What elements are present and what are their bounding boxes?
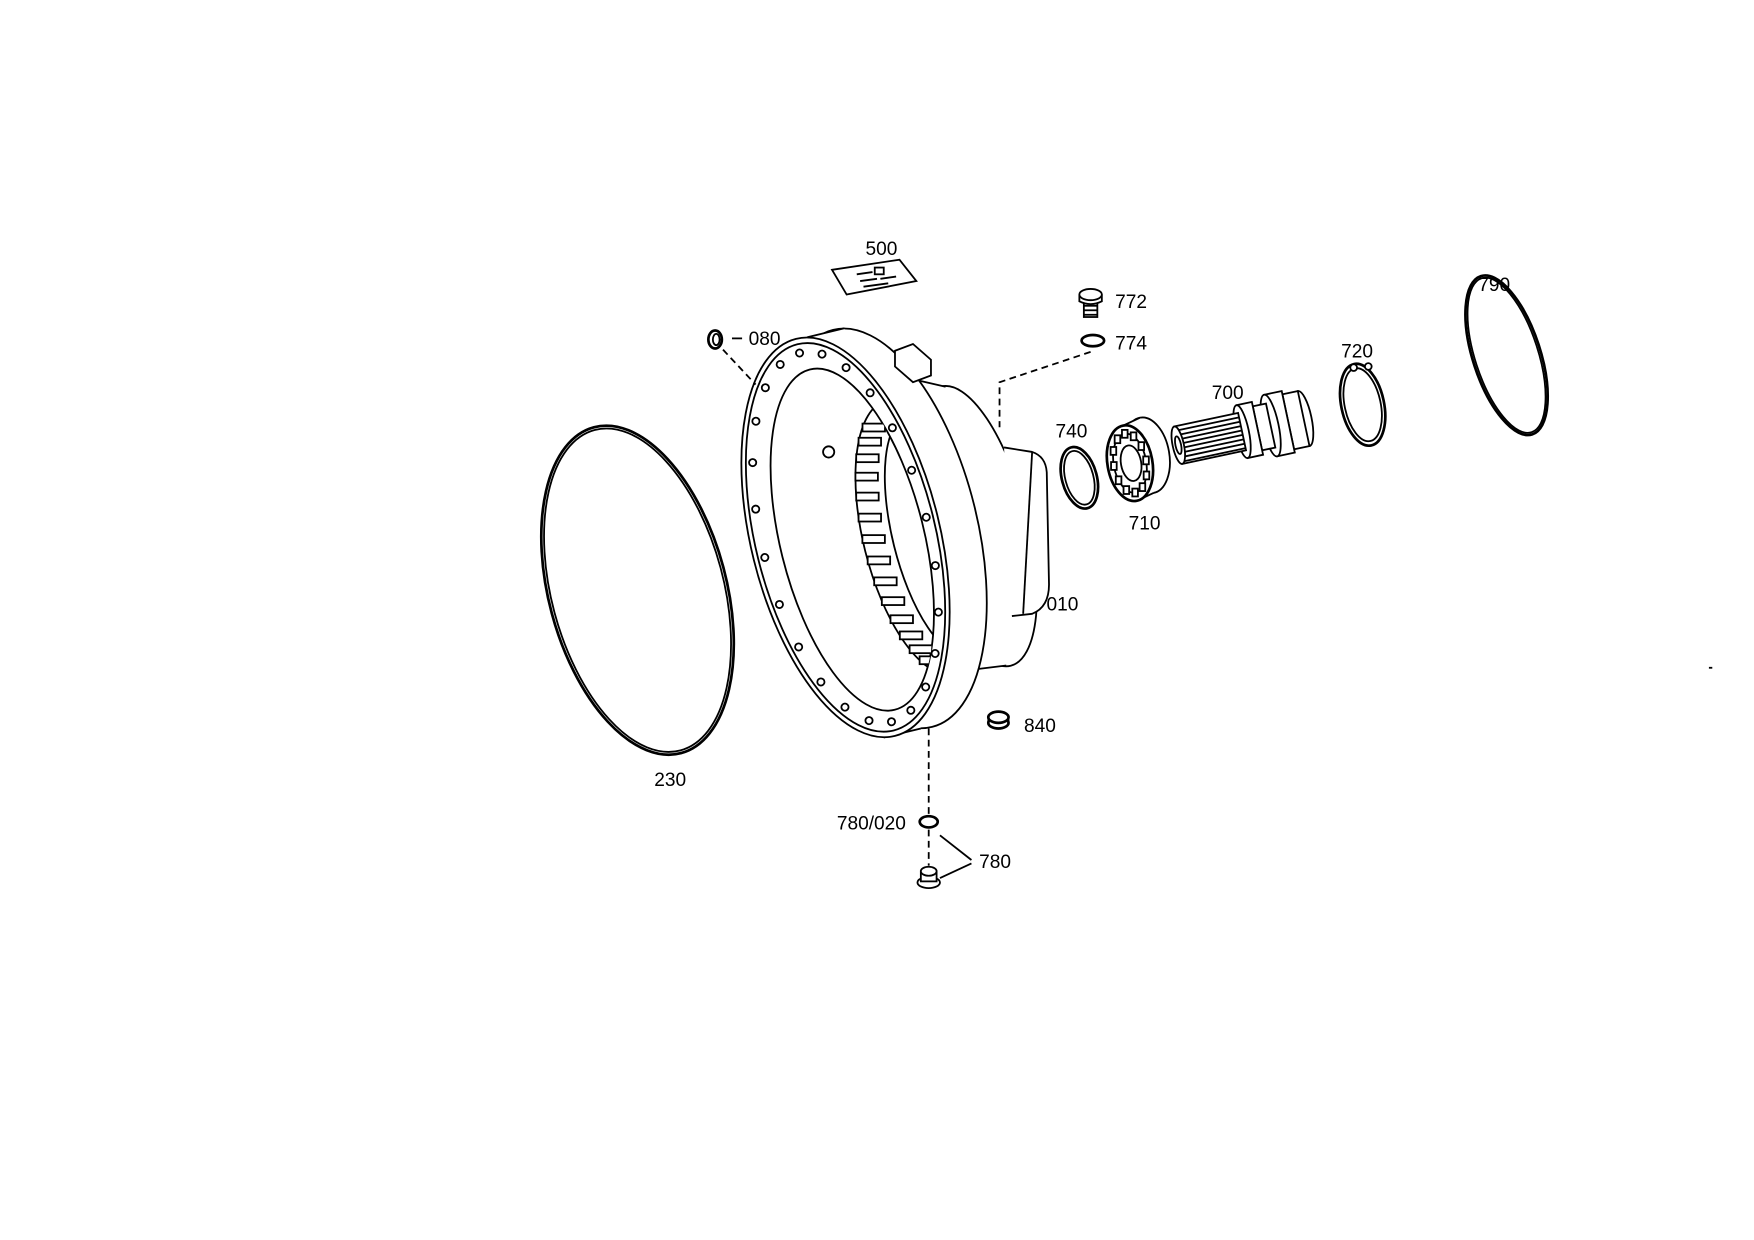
bolt-hole (840, 702, 850, 712)
bearing-710 (1105, 416, 1171, 503)
bearing-roller (1131, 487, 1139, 498)
bolt-hole (907, 465, 917, 475)
bearing-roller (1109, 446, 1118, 456)
o-ring-790 (1464, 274, 1550, 437)
spline-tooth (898, 630, 924, 641)
bolt-hole (817, 349, 827, 359)
seal-840 (986, 710, 1010, 730)
bearing-roller (1138, 482, 1147, 492)
bolt-hole (816, 677, 826, 687)
spline-tooth (854, 471, 879, 482)
bolt-hole (748, 458, 758, 468)
callout-720: 720 (1341, 341, 1373, 362)
bearing-roller (1129, 431, 1138, 442)
callout-700: 700 (1212, 383, 1244, 404)
bolt-hole (795, 348, 805, 358)
callout-710: 710 (1129, 514, 1161, 535)
bearing-roller (1114, 475, 1123, 486)
shaft-splines (1177, 416, 1246, 463)
callout-840: 840 (1024, 716, 1056, 737)
callout-500: 500 (866, 239, 898, 260)
spline-tooth (866, 555, 892, 566)
bearing-roller (1122, 485, 1131, 495)
plug-780 (916, 865, 941, 890)
spline-tooth (857, 512, 882, 523)
bolt-hole (760, 383, 770, 393)
callout-230: 230 (654, 770, 686, 791)
snap-ring-720 (1338, 362, 1387, 447)
bolt-hole (930, 649, 940, 658)
bolt-hole (751, 416, 761, 426)
seal-ring-780-020 (918, 814, 940, 829)
plug-772 (1078, 288, 1103, 318)
bolt-hole (921, 512, 931, 522)
bolt-hole (921, 682, 931, 692)
spline-tooth (855, 491, 880, 502)
spline-tooth (889, 614, 914, 625)
dashed-line-774 (998, 351, 1091, 428)
callout-080: 080 (749, 329, 781, 350)
bolt-hole (864, 716, 874, 726)
seal-ring-774 (1080, 333, 1106, 348)
bolt-hole (751, 504, 761, 514)
bolt-hole (775, 359, 785, 369)
bearing-roller (1142, 455, 1150, 466)
flange-bolt-holes (748, 348, 943, 727)
dashed-line-080 (722, 349, 757, 386)
nameplate-500 (830, 258, 918, 296)
callout-772: 772 (1115, 292, 1147, 313)
snap-ring-740 (1059, 445, 1100, 510)
callout-790: 790 (1478, 275, 1510, 296)
spline-tooth (908, 644, 933, 655)
bolt-hole (794, 642, 804, 652)
housing-side-boss (1003, 446, 1050, 617)
bolt-hole (930, 561, 940, 571)
bearing-roller (1142, 470, 1151, 481)
housing-010 (740, 327, 1050, 739)
housing-top-lug (894, 342, 932, 384)
bolt-hole (865, 388, 875, 398)
bolt-hole (841, 363, 851, 373)
callout-780-020: 780/020 (837, 814, 906, 835)
bearing-rollers (1109, 428, 1151, 498)
callout-010: 010 (1047, 594, 1079, 615)
callout-780: 780 (979, 852, 1011, 873)
leader-780-lower (939, 862, 972, 879)
bearing-roller (1113, 434, 1122, 445)
spline-tooth (861, 534, 886, 544)
callout-740: 740 (1056, 421, 1088, 442)
callout-774: 774 (1115, 334, 1147, 355)
bolt-hole (774, 599, 784, 609)
spline-tooth (873, 576, 898, 587)
bolt-hole (933, 607, 943, 617)
bolt-hole (906, 705, 916, 715)
washer-080 (707, 329, 724, 350)
leader-780-upper (939, 834, 972, 861)
bearing-roller (1121, 428, 1129, 439)
bolt-hole (887, 423, 897, 433)
bolt-hole (760, 552, 770, 562)
bolt-hole (887, 717, 896, 727)
spline-tooth (861, 422, 886, 433)
o-ring-230 (539, 424, 736, 757)
spline-tooth (855, 453, 880, 464)
bearing-roller (1110, 461, 1118, 471)
spline-tooth (857, 436, 882, 447)
shaft-700 (1170, 389, 1315, 465)
spline-tooth (880, 596, 906, 606)
bearing-roller (1137, 441, 1146, 451)
